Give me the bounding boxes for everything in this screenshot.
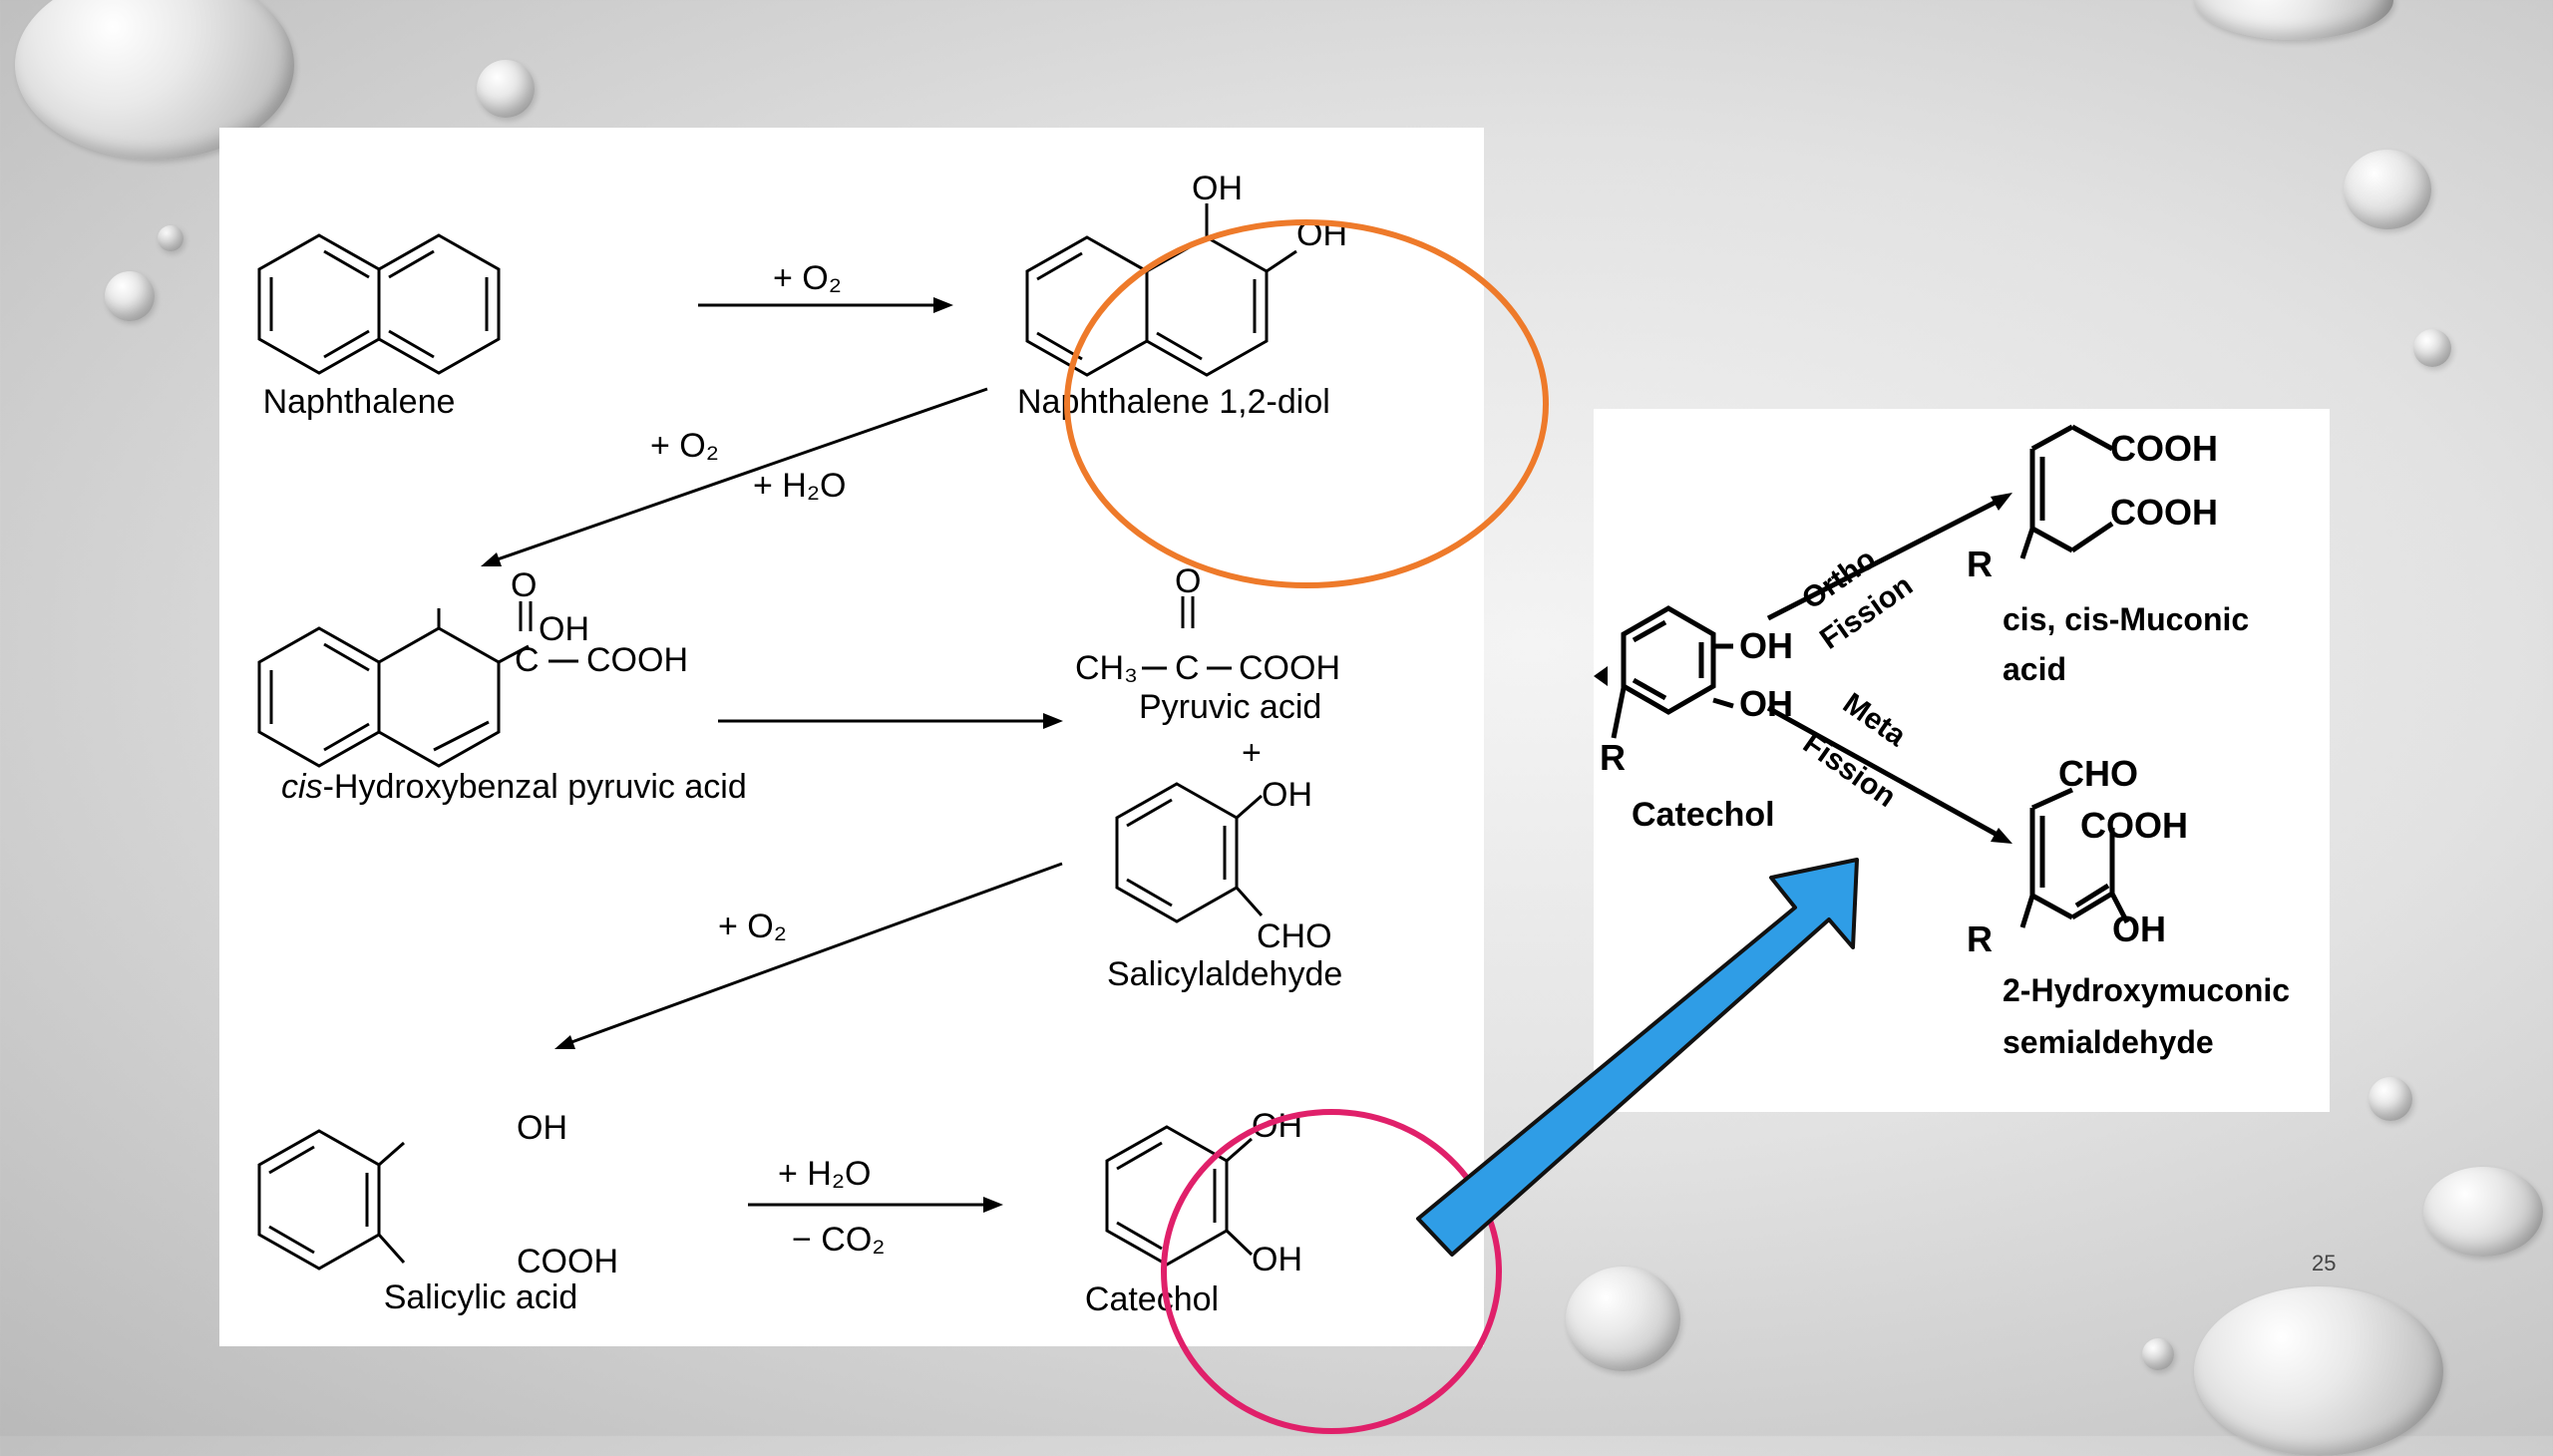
naphthalene-pathway-svg: Naphthalene + O₂ OH OH Naphthalene 1,2-d… xyxy=(257,170,1347,1318)
hms-cooh: COOH xyxy=(2080,805,2188,846)
naphthalene-pathway-image: Naphthalene + O₂ OH OH Naphthalene 1,2-d… xyxy=(219,128,1484,1346)
step4-reagent-h2o: + H₂O xyxy=(778,1155,872,1193)
hbpa-label: cis-Hydroxybenzal pyruvic acid xyxy=(281,768,747,806)
muconic-label-1: cis, cis-Muconic xyxy=(2003,601,2249,637)
step4-reagent-co2: − CO₂ xyxy=(792,1221,886,1259)
pyruvic-carbon: C xyxy=(1175,649,1200,687)
muconic-acid-structure xyxy=(2019,424,2114,559)
hydroxymuconic-structure xyxy=(2019,787,2130,928)
salicylaldehyde-structure xyxy=(1115,782,1264,923)
water-drop xyxy=(2194,1286,2443,1456)
salicylic-oh: OH xyxy=(517,1109,567,1147)
hbpa-carbon: C xyxy=(515,641,540,679)
hydroxybenzal-pyruvic-structure xyxy=(257,601,578,768)
catechol-oh-bottom: OH xyxy=(1252,1241,1302,1278)
orange-highlight-circle xyxy=(1064,219,1549,588)
pyruvic-acid-structure xyxy=(1142,596,1232,670)
catechol-ring-structure xyxy=(1611,605,1734,739)
salicylaldehyde-label: Salicylaldehyde xyxy=(1107,955,1342,993)
water-drop xyxy=(1566,1267,1680,1371)
salicylaldehyde-cho: CHO xyxy=(1257,917,1332,955)
pink-highlight-circle xyxy=(1161,1109,1502,1434)
salicylic-cooh: COOH xyxy=(517,1243,618,1280)
naphthalene-structure xyxy=(257,233,501,375)
catechol-label: Catechol xyxy=(1085,1280,1219,1318)
hbpa-oh: OH xyxy=(539,610,589,648)
step2-reagent-o2: + O₂ xyxy=(650,427,719,465)
step2-reagent-h2o: + H₂O xyxy=(753,467,847,505)
hms-label-1: 2-Hydroxymuconic xyxy=(2003,972,2290,1008)
salicylic-acid-structure xyxy=(257,1129,406,1271)
water-drop xyxy=(2142,1338,2174,1370)
salicylic-acid-label: Salicylic acid xyxy=(384,1278,578,1316)
catechol-r: R xyxy=(1600,737,1626,778)
muconic-cooh-2: COOH xyxy=(2110,492,2218,533)
step3-reagent: + O₂ xyxy=(718,908,787,945)
water-drop xyxy=(158,225,183,251)
catechol-fission-svg: OH OH R Catechol Ortho Fission Meta Fiss… xyxy=(1594,424,2290,1060)
catechol-oh-2: OH xyxy=(1739,683,1793,724)
hbpa-label-rest: -Hydroxybenzal pyruvic acid xyxy=(323,768,747,806)
water-drop xyxy=(2423,1167,2543,1257)
pyruvic-cooh: COOH xyxy=(1239,649,1340,687)
pyruvic-ch3: CH₃ xyxy=(1075,649,1138,687)
water-drop xyxy=(2413,329,2451,367)
salicylaldehyde-oh: OH xyxy=(1262,776,1312,814)
hms-label-2: semialdehyde xyxy=(2003,1024,2214,1060)
pyruvic-acid-label: Pyruvic acid xyxy=(1139,688,1321,726)
hbpa-label-cis: cis xyxy=(281,768,323,806)
muconic-label-2: acid xyxy=(2003,651,2066,687)
water-drop xyxy=(477,60,535,118)
water-drop xyxy=(2369,1077,2412,1121)
pyruvic-carbonyl-o: O xyxy=(1175,562,1201,600)
hbpa-carbonyl-o: O xyxy=(511,566,537,604)
step1-reagent: + O₂ xyxy=(773,259,842,297)
water-drop xyxy=(105,271,155,321)
hbpa-cooh: COOH xyxy=(586,641,688,679)
water-drop xyxy=(2344,150,2431,229)
naphthalene-label: Naphthalene xyxy=(263,383,456,421)
hms-r: R xyxy=(1967,918,1993,959)
muconic-cooh-1: COOH xyxy=(2110,428,2218,469)
hms-oh: OH xyxy=(2112,909,2166,949)
slide-number: 25 xyxy=(2312,1251,2337,1275)
muconic-r: R xyxy=(1967,544,1993,584)
plus-sign: + xyxy=(1242,734,1262,772)
catechol-oh-1: OH xyxy=(1739,625,1793,666)
connector-arrow xyxy=(1416,858,1859,1257)
catechol-right-label: Catechol xyxy=(1632,796,1775,834)
diol-oh-top: OH xyxy=(1192,170,1243,207)
hms-cho: CHO xyxy=(2058,753,2138,794)
